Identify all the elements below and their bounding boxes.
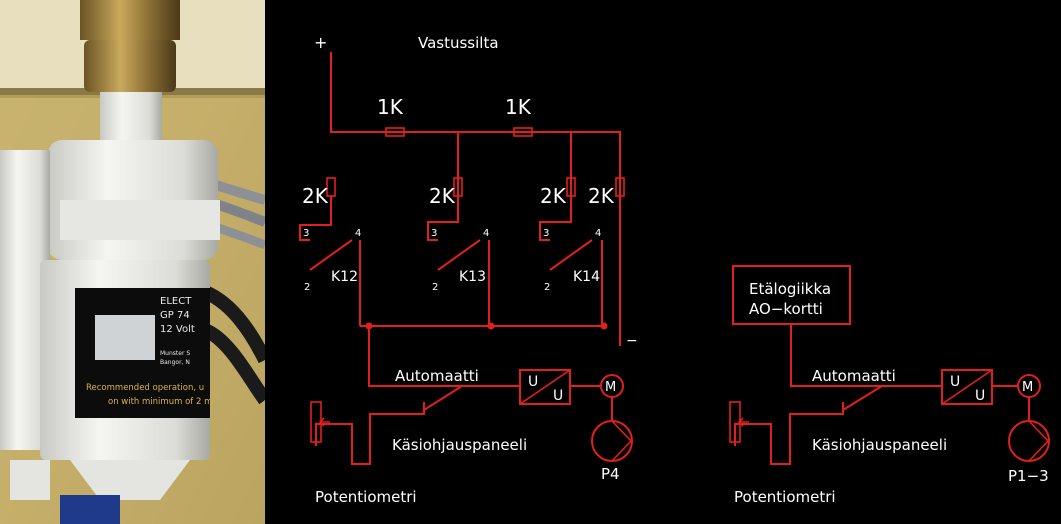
junction-dot	[487, 322, 495, 330]
remote-logic-label: Etälogiikka	[749, 280, 831, 298]
automatic-label: Automaatti	[395, 367, 479, 385]
photo-label-line: 12 Volt	[160, 324, 195, 335]
automatic-label: Automaatti	[812, 367, 896, 385]
supply-wire	[330, 52, 621, 346]
pump-label: P4	[601, 465, 620, 483]
resistor-label: 2K	[429, 184, 456, 208]
plus-terminal-label: +	[314, 33, 327, 52]
motor-label: M	[605, 380, 616, 395]
relay-pin-label: 4	[483, 228, 489, 239]
ao-card-label: AO−kortti	[749, 300, 823, 318]
relay-pin-label: 3	[303, 228, 309, 239]
relay-name: K12	[331, 269, 358, 285]
potentiometer-wire	[315, 402, 425, 465]
resistor-2k-d	[615, 177, 625, 197]
potentiometer-label: Potentiometri	[734, 488, 836, 506]
converter-input-label: U	[528, 374, 538, 390]
resistor-1k-a	[385, 127, 405, 137]
relay-pin-label: 2	[432, 282, 438, 293]
converter-block: U U	[519, 369, 571, 405]
resistor-1k-b	[513, 127, 533, 137]
resistor-label: 1K	[377, 95, 404, 119]
manual-panel-label: Käsiohjauspaneeli	[812, 436, 947, 454]
relay-pin-label: 2	[304, 282, 310, 293]
photo-label-line: on with minimum of 2 m	[108, 397, 212, 407]
photo-label-line: Munster S	[160, 350, 190, 357]
photo-label-line: Recommended operation, u	[86, 383, 204, 393]
converter-output-label: U	[975, 388, 985, 404]
relay-k14: 3 4 2 K14	[539, 196, 603, 326]
potentiometer-wiper	[737, 417, 749, 427]
resistor-label: 2K	[588, 184, 615, 208]
relay-pin-label: 4	[595, 228, 601, 239]
photo-label-line: ELECT	[160, 296, 192, 307]
relay-name: K13	[459, 269, 486, 285]
relay-pin-label: 3	[431, 228, 437, 239]
converter-input-label: U	[950, 374, 960, 390]
minus-terminal-label: −	[626, 333, 638, 349]
resistor-label: 2K	[302, 184, 329, 208]
relay-name: K14	[573, 269, 600, 285]
pump-photo: ELECT GP 74 12 Volt Munster S Bangor, N …	[0, 0, 265, 524]
resistor-label: 1K	[505, 95, 532, 119]
potentiometer-wiper	[318, 417, 330, 427]
auto-signal-wire	[790, 324, 942, 387]
manual-switch	[423, 385, 463, 411]
relay-k12: 3 4 2 K12	[299, 196, 361, 326]
pump-symbol	[591, 420, 633, 462]
resistor-2k-a	[326, 177, 336, 197]
motor-label: M	[1022, 380, 1033, 395]
photo-label-line: GP 74	[160, 310, 190, 321]
manual-switch	[842, 385, 883, 411]
manual-panel-label: Käsiohjauspaneeli	[392, 436, 527, 454]
pump-arrow	[611, 420, 633, 462]
bridge-title: Vastussilta	[418, 34, 499, 52]
remote-logic-box	[732, 265, 851, 325]
pump-symbol	[1008, 420, 1050, 462]
pump-label: P1−3	[1008, 467, 1049, 485]
potentiometer-wire	[734, 402, 844, 465]
relay-k13: 3 4 2 K13	[427, 196, 490, 326]
converter-block: U U	[941, 369, 993, 405]
relay-pin-label: 2	[544, 282, 550, 293]
relay-pin-label: 4	[355, 228, 361, 239]
junction-dot	[600, 322, 608, 330]
resistor-label: 2K	[540, 184, 567, 208]
photo-label-line: Bangor, N	[160, 359, 190, 366]
pump-arrow	[1028, 420, 1050, 462]
potentiometer-label: Potentiometri	[315, 488, 417, 506]
auto-signal-wire	[368, 326, 520, 387]
converter-output-label: U	[553, 388, 563, 404]
relay-pin-label: 3	[543, 228, 549, 239]
